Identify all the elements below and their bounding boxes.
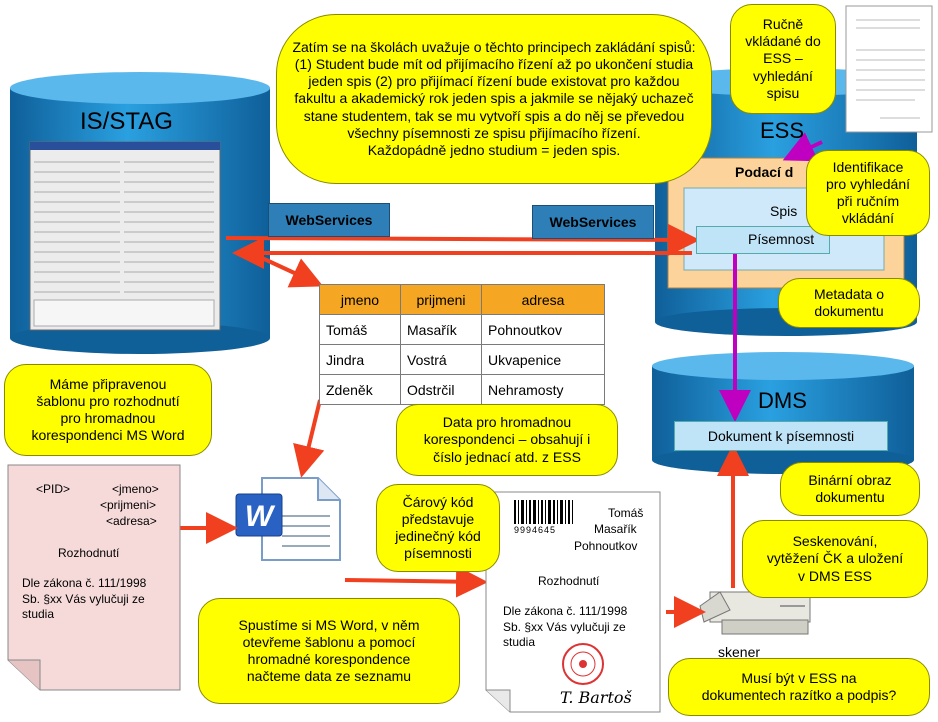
table-header-row: jmeno prijmeni adresa (319, 284, 605, 315)
dms-dokument-box: Dokument k písemnosti (674, 421, 888, 451)
barcode (514, 500, 573, 524)
template-document (7, 464, 181, 691)
table-cell: Zdeněk (319, 374, 401, 405)
isstag-title: IS/STAG (80, 108, 173, 135)
template-field-adresa: <adresa> (106, 514, 157, 528)
stamp (562, 643, 604, 685)
table-cell: Pohnoutkov (481, 314, 605, 345)
table-header: jmeno (319, 284, 401, 315)
ess-webservices: WebServices (532, 205, 654, 239)
pisemnost-label: Písemnost (748, 231, 815, 247)
magenta-arrows (719, 132, 823, 422)
callout-word: Spustíme si MS Word, v něm otevřeme šabl… (198, 598, 460, 704)
callout-carovy: Čárový kód představuje jedinečný kód pís… (376, 484, 500, 572)
template-field-prijmeni: <prijmeni> (100, 498, 157, 512)
callout-data: Data pro hromadnou korespondenci – obsah… (396, 404, 618, 476)
template-body: Dle zákona č. 111/1998 Sb. §xx Vás vyluč… (22, 576, 147, 622)
spis-label: Spis (770, 203, 798, 219)
data-table-wrap: jmeno prijmeni adresa Tomáš Masařík Pohn… (319, 284, 605, 405)
callout-razitko: Musí být v ESS na dokumentech razítko a … (668, 658, 930, 716)
final-city: Pohnoutkov (574, 539, 638, 553)
callout-sablona: Máme připravenou šablonu pro rozhodnutí … (4, 364, 212, 456)
final-document (485, 491, 661, 713)
callout-sken: Seskenování, vytěžení ČK a uložení v DMS… (742, 520, 928, 598)
table-row: Zdeněk Odstrčil Nehramosty (319, 374, 605, 405)
scanned-paper-thumbnail (845, 5, 933, 133)
callout-rucne: Ručně vkládané do ESS – vyhledání spisu (730, 4, 836, 114)
table-header: prijmeni (400, 284, 482, 315)
pisemnost-box (696, 226, 830, 254)
table-cell: Masařík (400, 314, 482, 345)
final-surname: Masařík (594, 522, 637, 536)
callout-metadata: Metadata o dokumentu (778, 278, 920, 328)
word-document-icon: W (235, 477, 341, 561)
isstag-form-screenshot (29, 141, 221, 331)
template-pid: <PID> (36, 482, 71, 496)
final-body: Dle zákona č. 111/1998 Sb. §xx Vás vyluč… (503, 604, 628, 650)
table-cell: Jindra (319, 344, 401, 375)
table-cell: Vostrá (400, 344, 482, 375)
template-title: Rozhodnutí (58, 546, 120, 560)
scanner-label: skener (718, 644, 761, 660)
table-cell: Ukvapenice (481, 344, 605, 375)
callout-binarni: Binární obraz dokumentu (780, 462, 920, 516)
svg-text:W: W (245, 500, 276, 533)
barcode-number: 9994645 (514, 525, 557, 535)
table-row: Tomáš Masařík Pohnoutkov (319, 314, 605, 345)
table-header: adresa (481, 284, 605, 315)
signature: T. Bartoš (560, 688, 632, 707)
template-field-jmeno: <jmeno> (112, 482, 159, 496)
flow-arrows (180, 223, 749, 628)
callout-identifikace: Identifikace pro vyhledání při ručním vk… (806, 150, 930, 236)
data-table: jmeno prijmeni adresa Tomáš Masařík Pohn… (319, 284, 605, 405)
table-cell: Tomáš (319, 314, 401, 345)
scanner-icon (699, 591, 811, 635)
table-row: Jindra Vostrá Ukvapenice (319, 344, 605, 375)
final-name: Tomáš (608, 506, 644, 520)
ess-title: ESS (760, 118, 805, 143)
dms-title: DMS (758, 388, 807, 413)
callout-principles: Zatím se na školách uvažuje o těchto pri… (276, 14, 712, 184)
isstag-webservices: WebServices (268, 203, 390, 237)
final-title: Rozhodnutí (538, 574, 600, 588)
table-cell: Odstrčil (400, 374, 482, 405)
table-cell: Nehramosty (481, 374, 605, 405)
podaci-label: Podací d (735, 164, 794, 180)
